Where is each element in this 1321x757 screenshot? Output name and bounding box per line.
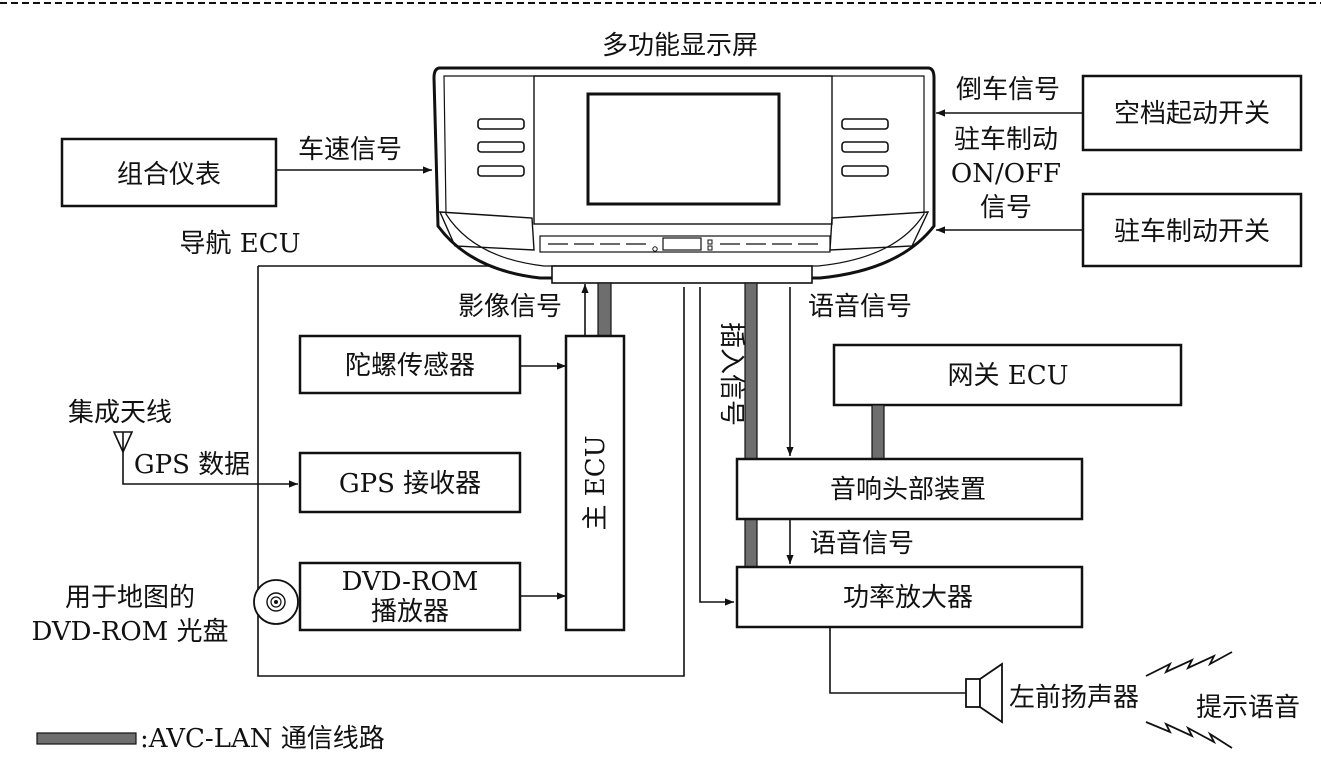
- gyro-sensor-label: 陀螺传感器: [345, 351, 475, 381]
- speed-signal-label: 车速信号: [298, 135, 402, 165]
- display-left-buttons: [477, 118, 525, 177]
- combo-meter-box: [60, 137, 278, 208]
- avc-lan-bus-main-ecu: [597, 282, 612, 337]
- antenna-label: 集成天线: [68, 398, 172, 428]
- audio-head-unit-label: 音响头部装置: [830, 475, 986, 505]
- power-amplifier-box: [735, 565, 1084, 629]
- legend-avc-lan-swatch: [36, 732, 137, 745]
- sound-wave-icon: [1145, 651, 1233, 749]
- speaker-icon: [965, 662, 1003, 724]
- display-label: 多功能显示屏: [602, 31, 758, 61]
- gateway-ecu-label: 网关 ECU: [947, 361, 1068, 391]
- combo-meter-label: 组合仪表: [117, 160, 221, 190]
- avc-lan-bus-gateway: [871, 404, 885, 460]
- amp-to-speaker-line: [829, 627, 966, 694]
- dvd-player-box: [298, 561, 522, 632]
- antenna-icon: [112, 431, 134, 454]
- display-right-buttons: [841, 118, 889, 177]
- gps-data-label: GPS 数据: [134, 450, 250, 480]
- dvd-disc-icon: [253, 579, 299, 625]
- dvd-player-label-line2: 播放器: [371, 597, 449, 627]
- insert-signal-label: 插入信号: [716, 322, 746, 426]
- legend-text: :AVC-LAN 通信线路: [140, 724, 385, 754]
- multifunction-display: [432, 66, 936, 284]
- disc-label-line1: 用于地图的: [65, 583, 195, 613]
- reverse-signal-label: 倒车信号: [956, 75, 1060, 105]
- voice-signal-label-top: 语音信号: [808, 292, 912, 322]
- power-amplifier-label: 功率放大器: [843, 583, 973, 613]
- disc-label-line2: DVD-ROM 光盘: [31, 617, 228, 647]
- nav-ecu-label: 导航 ECU: [179, 229, 300, 259]
- main-ecu-label: 主 ECU: [581, 435, 611, 530]
- parking-signal-line3: 信号: [980, 193, 1032, 223]
- parking-signal-line1: 驻车制动: [954, 125, 1058, 155]
- main-ecu-box: [564, 334, 626, 632]
- dvd-player-label-line1: DVD-ROM: [342, 567, 479, 597]
- parking-brake-switch-label: 驻车制动开关: [1114, 217, 1270, 247]
- parking-signal-line2: ON/OFF: [951, 159, 1061, 189]
- insert-signal-arrow: [699, 287, 734, 606]
- audio-head-unit-box: [735, 457, 1084, 521]
- nav-ecu-border: [257, 266, 685, 677]
- gps-data-arrow: [122, 452, 298, 488]
- gyro-sensor-box: [298, 334, 522, 395]
- gps-receiver-box: [298, 451, 522, 514]
- display-screen: [586, 92, 781, 206]
- avc-lan-bus-audio: [744, 282, 758, 568]
- gps-receiver-label: GPS 接收器: [339, 469, 481, 499]
- neutral-start-switch-label: 空档起动开关: [1114, 99, 1270, 129]
- speaker-label: 左前扬声器: [1009, 683, 1139, 713]
- prompt-voice-label: 提示语音: [1196, 693, 1300, 723]
- gateway-ecu-box: [832, 343, 1183, 407]
- voice-signal-label-mid: 语音信号: [810, 529, 914, 559]
- video-signal-label: 影像信号: [458, 292, 562, 322]
